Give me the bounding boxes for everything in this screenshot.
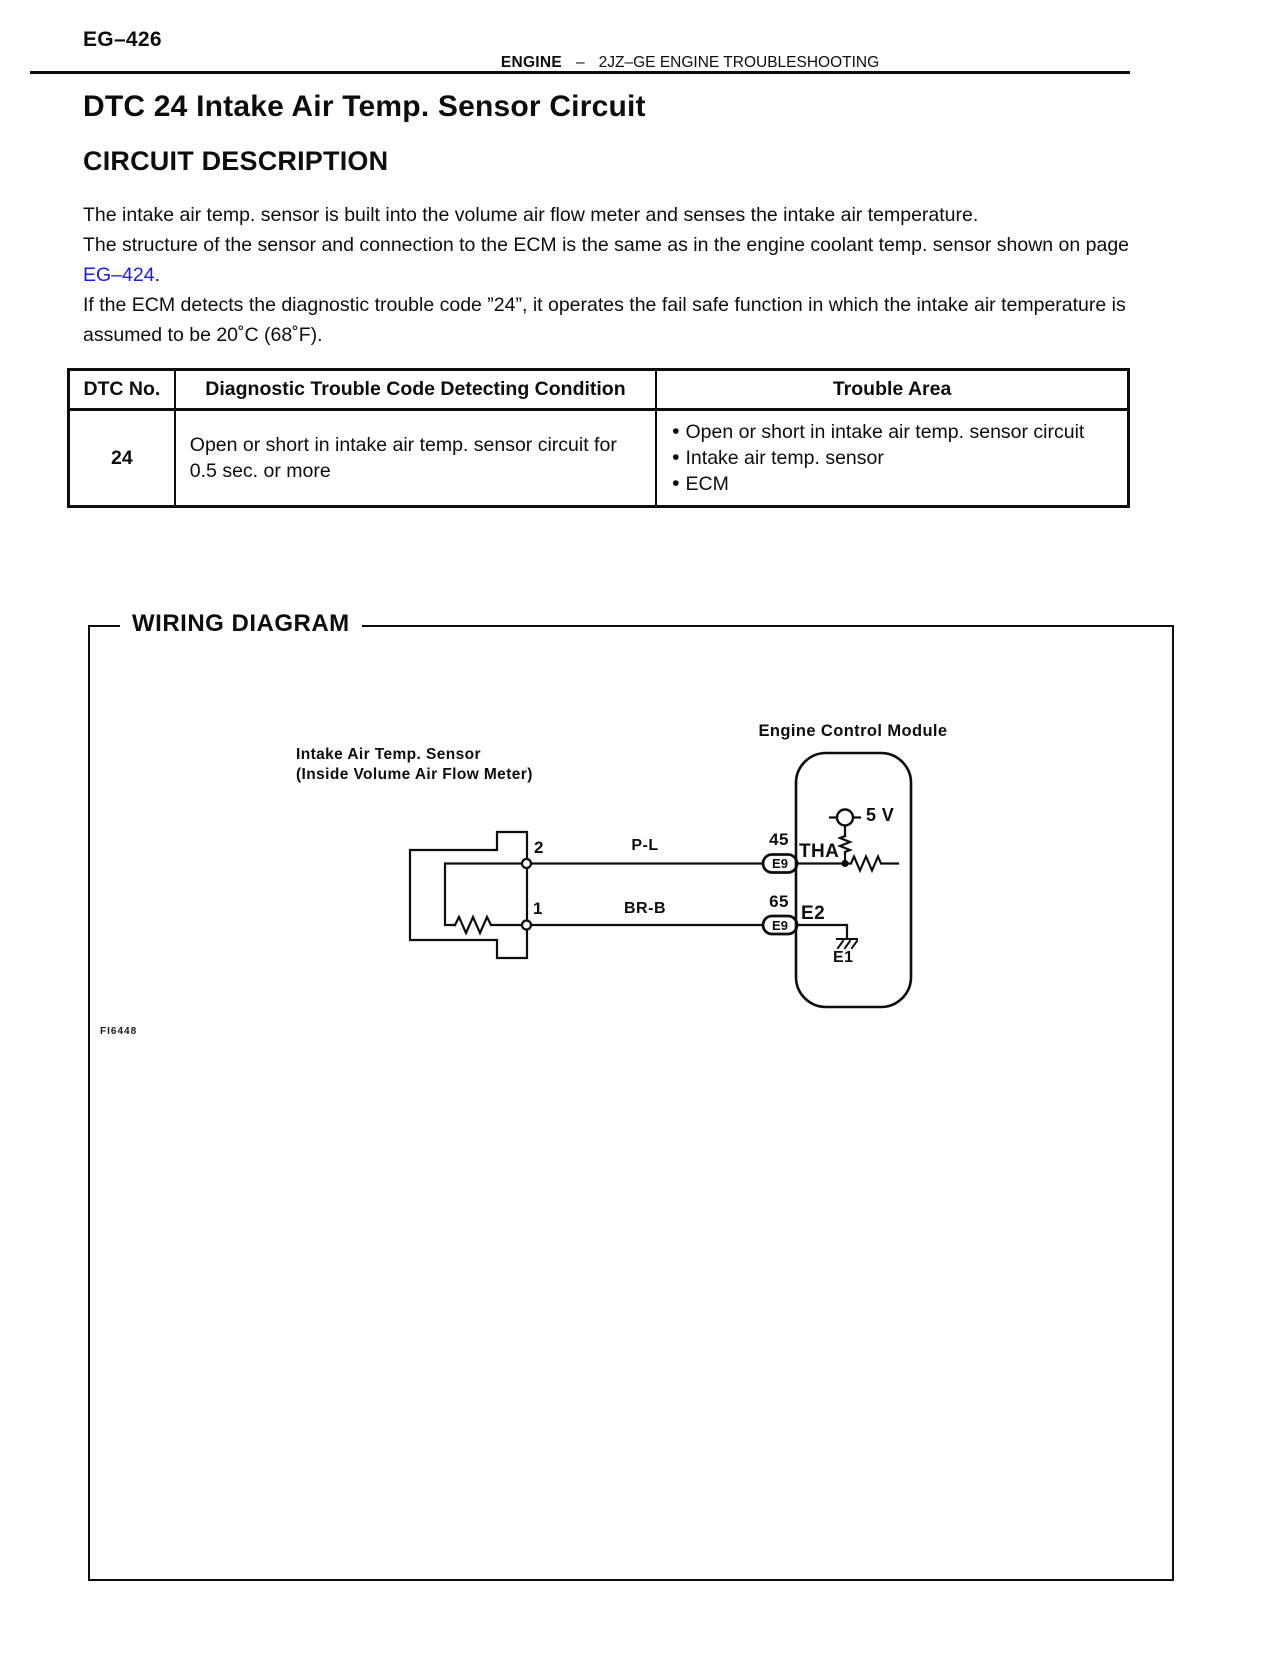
ground-e1-label: E1: [833, 949, 854, 966]
terminal-2-label: 2: [534, 838, 544, 857]
pin-number-45-label: 45: [769, 830, 789, 849]
pin-name-tha-label: THA: [799, 841, 840, 862]
trouble-area-item: •ECM: [672, 471, 1122, 497]
terminal-1-circle-icon: [520, 919, 533, 931]
pullup-resistor-vertical-icon: [837, 834, 853, 863]
circuit-description-text: The intake air temp. sensor is built int…: [83, 200, 1161, 350]
running-header: ENGINE–2JZ–GE ENGINE TROUBLESHOOTING: [380, 54, 1000, 72]
dtc-number-cell: 24: [67, 408, 176, 508]
page-link-eg-424[interactable]: EG–424: [83, 264, 155, 286]
dtc-table-header-row: DTC No. Diagnostic Trouble Code Detectin…: [67, 368, 1130, 411]
wire-color-label-br-b: BR-B: [624, 900, 666, 917]
trouble-area-item-text: ECM: [685, 473, 729, 495]
dtc-table-row: 24 Open or short in intake air temp. sen…: [67, 408, 1130, 508]
pin-name-e2-label: E2: [801, 903, 826, 924]
page-title: DTC 24 Intake Air Temp. Sensor Circuit: [83, 90, 646, 123]
description-paragraph-1: The intake air temp. sensor is built int…: [83, 204, 979, 226]
header-rule: [30, 71, 1130, 74]
pin-number-65-label: 65: [769, 892, 789, 911]
description-paragraph-2-text: The structure of the sensor and connecti…: [83, 234, 1130, 256]
trouble-area-item: •Open or short in intake air temp. senso…: [672, 419, 1122, 445]
voltage-5v-label: 5 V: [866, 805, 895, 825]
sensor-thermistor-resistor-icon: [453, 914, 526, 936]
dtc-condition-cell: Open or short in intake air temp. sensor…: [173, 408, 658, 508]
bullet-icon: •: [672, 446, 680, 469]
description-paragraph-2-period: .: [154, 264, 160, 286]
sensor-label-line2: (Inside Volume Air Flow Meter): [296, 766, 533, 783]
section-heading-circuit-description: CIRCUIT DESCRIPTION: [83, 146, 389, 176]
page-number: EG–426: [83, 28, 162, 51]
connector-e9-label-e2: E9: [772, 918, 788, 933]
dtc-table: DTC No. Diagnostic Trouble Code Detectin…: [67, 368, 1130, 508]
connector-e9-label-tha: E9: [772, 856, 788, 871]
wiring-diagram-frame: WIRING DIAGRAM FI6448: [88, 610, 1174, 1581]
trouble-area-item: •Intake air temp. sensor: [672, 445, 1122, 471]
intake-air-temp-sensor-outline: [408, 830, 529, 960]
dtc-table-header-dtc-no: DTC No.: [67, 368, 176, 411]
ecm-label: Engine Control Module: [758, 722, 948, 740]
sensor-label-line1: Intake Air Temp. Sensor: [296, 746, 481, 763]
running-header-dash: –: [576, 54, 585, 71]
wiring-diagram-artwork: [408, 751, 913, 1009]
bullet-icon: •: [672, 472, 680, 495]
trouble-area-item-text: Open or short in intake air temp. sensor…: [685, 421, 1085, 443]
terminal-2-circle-icon: [520, 857, 533, 870]
dtc-table-header-condition: Diagnostic Trouble Code Detecting Condit…: [173, 368, 658, 411]
wire-color-label-p-l: P-L: [631, 837, 659, 854]
dtc-table-header-trouble-area: Trouble Area: [655, 368, 1130, 411]
sensor-internal-wire: [443, 862, 526, 927]
ground-e1-icon: [836, 938, 859, 950]
description-paragraph-2: The structure of the sensor and connecti…: [83, 230, 1161, 290]
figure-id: FI6448: [100, 1026, 138, 1037]
bullet-icon: •: [672, 420, 680, 443]
power-5v-icon: [828, 808, 862, 863]
ecm-outline: [794, 751, 913, 1009]
description-paragraph-3: If the ECM detects the diagnostic troubl…: [83, 294, 1126, 346]
running-header-section: ENGINE: [500, 54, 563, 71]
trouble-area-item-text: Intake air temp. sensor: [685, 447, 884, 469]
wiring-diagram-title: WIRING DIAGRAM: [120, 610, 362, 638]
terminal-1-label: 1: [533, 899, 543, 918]
sensor-label: Intake Air Temp. Sensor (Inside Volume A…: [296, 745, 533, 785]
internal-resistor-horizontal-icon: [843, 853, 900, 874]
running-header-title: 2JZ–GE ENGINE TROUBLESHOOTING: [598, 54, 880, 71]
e2-internal-wire: [795, 923, 849, 939]
dtc-trouble-area-cell: •Open or short in intake air temp. senso…: [655, 408, 1130, 508]
